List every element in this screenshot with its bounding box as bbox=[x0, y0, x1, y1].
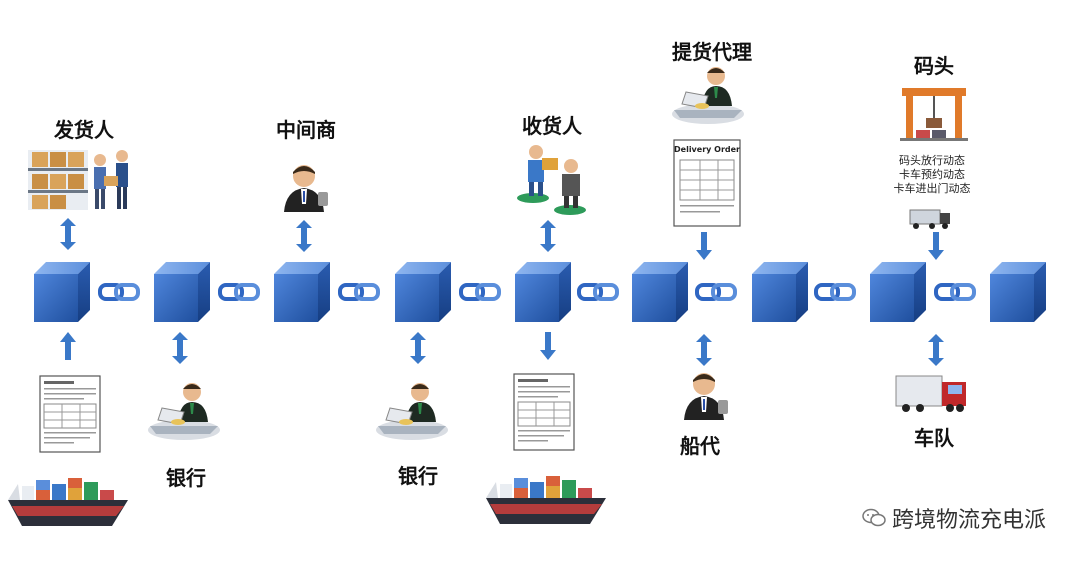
bank-teller-icon-2 bbox=[375, 382, 449, 441]
block-4 bbox=[395, 262, 451, 322]
chain-link-5 bbox=[577, 283, 619, 301]
chain-link-2 bbox=[218, 283, 260, 301]
terminal-note-3: 卡车进出门动态 bbox=[893, 182, 971, 195]
chain-link-8 bbox=[934, 283, 976, 301]
cargo-ship-icon-2 bbox=[486, 476, 606, 524]
label-delivery-agent: 提货代理 bbox=[672, 40, 752, 64]
block-8 bbox=[870, 262, 926, 322]
chain-link-3 bbox=[338, 283, 380, 301]
crane-icon bbox=[900, 88, 968, 141]
chain-link-6 bbox=[695, 283, 737, 301]
label-consignee: 收货人 bbox=[522, 114, 582, 138]
delivery-order-document bbox=[673, 139, 741, 227]
terminal-note-2: 卡车预约动态 bbox=[899, 168, 965, 181]
watermark: 跨境物流充电派 bbox=[862, 502, 1046, 534]
block-3 bbox=[274, 262, 330, 322]
chain-link-4 bbox=[459, 283, 501, 301]
arrow-shipper bbox=[60, 218, 76, 250]
terminal-note-1: 码头放行动态 bbox=[899, 154, 965, 167]
arrow-doc-down bbox=[540, 332, 556, 360]
label-shipper: 发货人 bbox=[54, 118, 114, 142]
terminal-notes: 码头放行动态 卡车预约动态 卡车进出门动态 bbox=[894, 154, 971, 196]
arrow-consignee bbox=[540, 220, 556, 252]
block-7 bbox=[752, 262, 808, 322]
bill-document-2 bbox=[513, 373, 575, 451]
label-fleet: 车队 bbox=[914, 426, 954, 450]
arrow-bank-1 bbox=[172, 332, 188, 364]
arrow-bank-2 bbox=[410, 332, 426, 364]
block-2 bbox=[154, 262, 210, 322]
label-ship-agent: 船代 bbox=[680, 434, 720, 458]
block-9 bbox=[990, 262, 1046, 322]
intermediary-person-icon bbox=[284, 165, 328, 212]
ship-agent-person-icon bbox=[684, 373, 728, 420]
label-bank-2: 银行 bbox=[398, 464, 438, 488]
label-bank-1: 银行 bbox=[166, 466, 206, 490]
arrow-doc-up-1 bbox=[60, 332, 76, 360]
watermark-text: 跨境物流充电派 bbox=[891, 508, 1046, 533]
chain-link-7 bbox=[814, 283, 856, 301]
arrow-ship-agent bbox=[696, 334, 712, 366]
delivery-order-title: Delivery Order bbox=[674, 145, 740, 154]
warehouse-icon bbox=[28, 150, 128, 210]
bill-document-1 bbox=[39, 375, 101, 453]
arrow-intermediary bbox=[296, 220, 312, 252]
delivery-agent-desk-icon bbox=[671, 66, 745, 125]
block-5 bbox=[515, 262, 571, 322]
block-6 bbox=[632, 262, 688, 322]
arrow-delivery-order bbox=[696, 232, 712, 260]
small-truck-icon bbox=[909, 209, 950, 229]
arrow-fleet bbox=[928, 334, 944, 366]
label-terminal: 码头 bbox=[914, 54, 954, 78]
label-intermediary: 中间商 bbox=[276, 118, 336, 142]
wechat-icon bbox=[862, 508, 886, 528]
bank-teller-icon-1 bbox=[147, 382, 221, 441]
chain-link-1 bbox=[98, 283, 140, 301]
blockchain-row bbox=[34, 262, 1046, 322]
consignee-handshake-icon bbox=[517, 145, 586, 215]
block-1 bbox=[34, 262, 90, 322]
fleet-truck-icon bbox=[895, 375, 966, 412]
arrow-terminal bbox=[928, 232, 944, 260]
cargo-ship-icon-1 bbox=[8, 478, 128, 526]
